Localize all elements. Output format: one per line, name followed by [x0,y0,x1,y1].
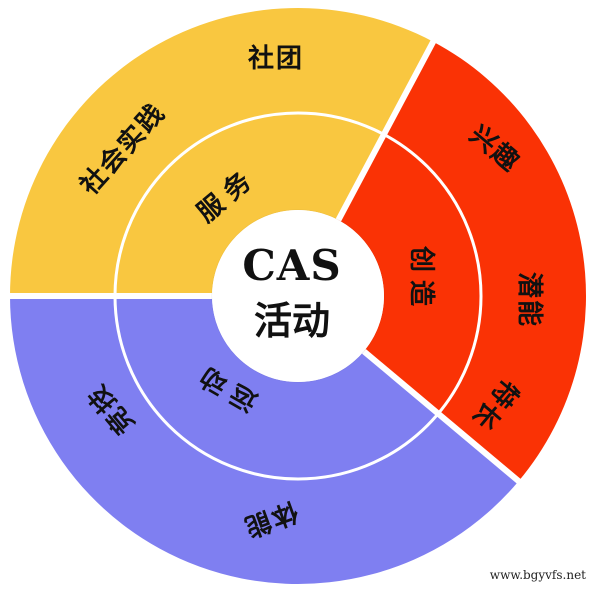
outer-label-club: 社团 [248,43,304,74]
center-title: CAS [242,241,341,290]
sector-inner-creativity [338,134,481,414]
sector-outer-creativity [383,41,586,482]
outer-ring [10,7,586,584]
sector-divider-top [335,38,437,222]
watermark: www.bgyvfs.net [489,568,586,582]
sector-divider-bottom [361,348,523,485]
inner-ring [115,112,481,479]
sector-inner-service [115,112,384,296]
inner-label-creativity: 创造 [406,245,436,314]
center-subtitle: 活动 [254,298,330,343]
sector-outer-activity [10,296,519,584]
center-circle [212,210,384,382]
sector-outer-service [10,7,434,297]
outer-label-potential: 潜能 [514,272,545,328]
sector-inner-activity [115,296,439,479]
